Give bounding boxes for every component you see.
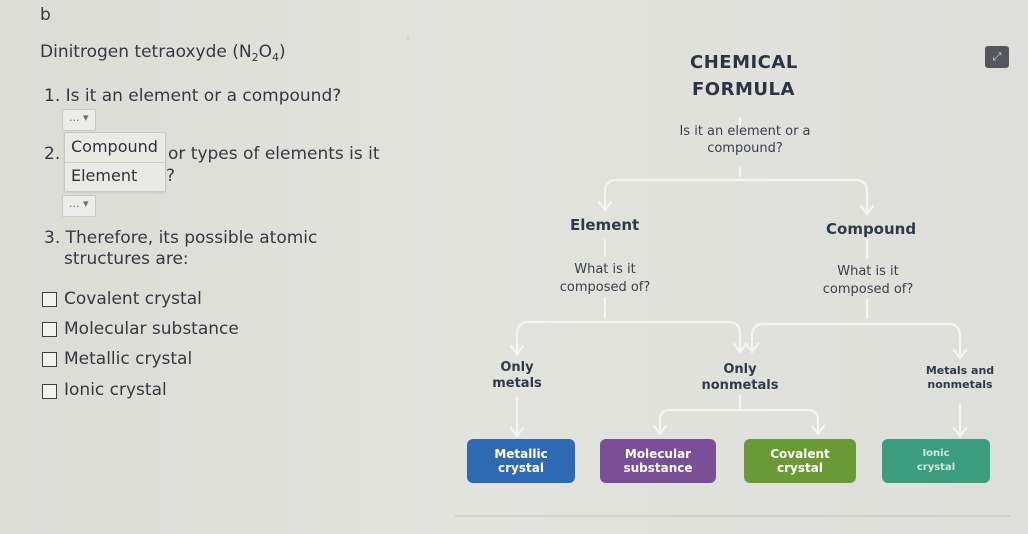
question-2-qmark: ? xyxy=(166,166,176,186)
flow-element-question-1: What is it xyxy=(574,262,636,277)
question-3-line1: 3. Therefore, its possible atomic xyxy=(44,228,318,248)
dropdown-option-element[interactable]: Element xyxy=(71,166,138,185)
flow-metals-nonmetals-2: nonmetals xyxy=(927,378,993,391)
flow-compound-question-1: What is it xyxy=(837,264,899,279)
dropdown-divider xyxy=(65,162,165,163)
answer-1-dropdown[interactable]: ... ▾ xyxy=(62,109,96,131)
ionic-box-line2: crystal xyxy=(916,462,956,473)
section-letter: b xyxy=(40,5,51,25)
metallic-crystal-box: Metallic crystal xyxy=(467,439,575,483)
option-molecular-label: Molecular substance xyxy=(64,319,239,339)
metallic-box-line1: Metallic xyxy=(494,447,548,461)
flowchart-title-line1: CHEMICAL xyxy=(690,52,798,73)
metallic-box-line2: crystal xyxy=(498,461,544,475)
compound-formula: (N2O4) xyxy=(232,42,286,64)
answer-2-dropdown[interactable]: ... ▾ xyxy=(62,195,96,217)
option-ionic-label: Ionic crystal xyxy=(64,380,167,400)
covalent-box-line2: crystal xyxy=(777,461,823,475)
flow-question-top-2: compound? xyxy=(707,141,783,156)
ionic-crystal-box: Ionic crystal xyxy=(882,439,990,483)
compound-name: Dinitrogen tetraoxyde xyxy=(40,42,227,62)
answer-dropdown-menu: Compound Element xyxy=(64,132,166,192)
compound-title: Dinitrogen tetraoxyde (N2O4) xyxy=(40,42,286,64)
flow-question-top-1: Is it an element or a xyxy=(679,124,811,139)
flow-element-label: Element xyxy=(570,216,640,234)
question-2-number: 2. xyxy=(44,144,61,164)
flow-compound-label: Compound xyxy=(826,220,917,238)
dropdown-option-compound[interactable]: Compound xyxy=(71,137,158,156)
checkbox-molecular[interactable] xyxy=(42,322,57,337)
flow-metals-nonmetals-1: Metals and xyxy=(925,364,995,377)
flow-only-metals-2: metals xyxy=(492,376,542,391)
question-3-line2: structures are: xyxy=(64,249,189,269)
question-1: 1. Is it an element or a compound? xyxy=(44,86,342,106)
molecular-box-line1: Molecular xyxy=(624,447,692,461)
checkbox-metallic[interactable] xyxy=(42,352,57,367)
option-covalent-label: Covalent crystal xyxy=(64,289,202,309)
ionic-box-line1: Ionic xyxy=(922,448,950,459)
covalent-crystal-box: Covalent crystal xyxy=(744,439,856,483)
flowchart-title-line2: FORMULA xyxy=(692,79,795,100)
option-metallic-label: Metallic crystal xyxy=(64,349,193,369)
flow-element-question-2: composed of? xyxy=(559,280,651,295)
checkbox-covalent[interactable] xyxy=(42,292,57,307)
flow-only-nonmetals-2: nonmetals xyxy=(701,378,779,393)
flow-compound-question-2: composed of? xyxy=(822,282,914,297)
question-2-text: or types of elements is it xyxy=(168,144,380,164)
molecular-substance-box: Molecular substance xyxy=(600,439,716,483)
checkbox-ionic[interactable] xyxy=(42,384,57,399)
flow-only-metals-1: Only xyxy=(500,360,534,375)
covalent-box-line1: Covalent xyxy=(770,447,830,461)
flow-only-nonmetals-1: Only xyxy=(723,362,757,377)
molecular-box-line2: substance xyxy=(623,461,693,475)
expand-icon[interactable]: ⤢ xyxy=(985,46,1009,68)
